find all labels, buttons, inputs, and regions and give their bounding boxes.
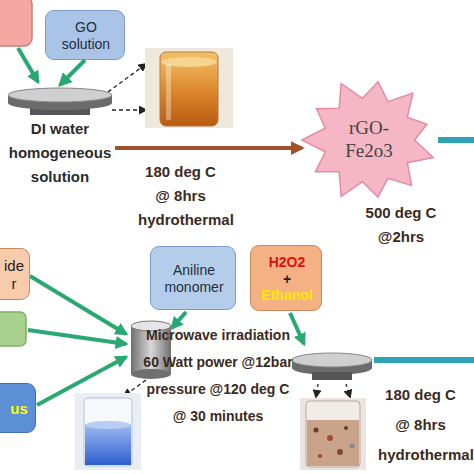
particle [314,428,319,433]
dish-top [8,88,112,102]
node-text-area: rGO-Fe2o3 [302,78,436,202]
process-box: Aniline monomer [150,246,236,310]
node-text: GO solution [55,19,117,53]
microwave-vessel [131,369,171,379]
flow-arrow [438,137,474,143]
dashed-arrow [316,384,318,397]
brown-liquid [307,420,359,466]
node-text: ide r [0,257,28,293]
particle [350,444,355,449]
particle [318,454,322,458]
node-text: us [10,400,28,418]
node-text-area: ide r [0,249,29,301]
process-box: GO solution [45,10,125,60]
reaction-dish: DI water homogeneous solution [5,85,115,189]
node-text: rGO-Fe2o3 [338,117,400,163]
flow-connector [60,60,85,85]
flow-arrow [172,312,186,328]
flow-connector [115,146,302,150]
dashed-arrow [112,109,146,110]
product-starburst: rGO-Fe2o3 [302,78,436,202]
beaker-photo [306,401,360,467]
photo-background [75,393,141,470]
photo-background [145,48,233,128]
process-box: ide r [0,248,30,300]
vial-photo [160,52,218,126]
node-text: + [283,271,291,288]
particle [344,426,348,430]
process-condition-label: Microwave irradiation 60 Watt power @12b… [143,322,293,430]
node-text: Ethanol [261,287,312,304]
node-text: H2O2 [269,254,306,271]
autoclave-dish [292,353,372,367]
edge-label: 180 deg C @ 8hrs hydrothermal [138,160,223,232]
photo-background [300,398,366,470]
flow-arrow [28,330,126,344]
particle [327,435,333,441]
flow-arrow [30,276,126,334]
dashed-arrow [108,64,146,92]
autoclave-dish [312,372,352,380]
cropped-box [0,312,26,346]
flow-arrow [290,313,304,344]
process-condition-label: 500 deg C @2hrs [360,201,442,249]
process-box: us [0,383,36,433]
process-box: H2O2+Ethanol [250,245,322,311]
beaker-photo [84,398,132,466]
node-text-area: DI water homogeneous solution [5,117,115,189]
node-text-area: GO solution [46,11,126,61]
node-text-area: H2O2+Ethanol [251,246,323,312]
liquid-surface [85,421,131,429]
cropped-box [0,0,32,46]
dashed-arrow [346,384,350,397]
particle [337,449,343,455]
blue-liquid [85,424,131,465]
flow-arrow [374,357,474,363]
glass-highlight [166,64,171,120]
node-text-area: Aniline monomer [151,247,237,311]
process-condition-label: 180 deg C @ 8hrs hydrothermal [378,380,463,470]
flow-arrow [18,48,38,82]
node-text: DI water homogeneous solution [5,117,115,189]
node-text: Aniline monomer [161,262,227,296]
dish-shape [5,85,115,117]
node-text-area: us [1,384,37,434]
starburst-outline [302,82,433,197]
